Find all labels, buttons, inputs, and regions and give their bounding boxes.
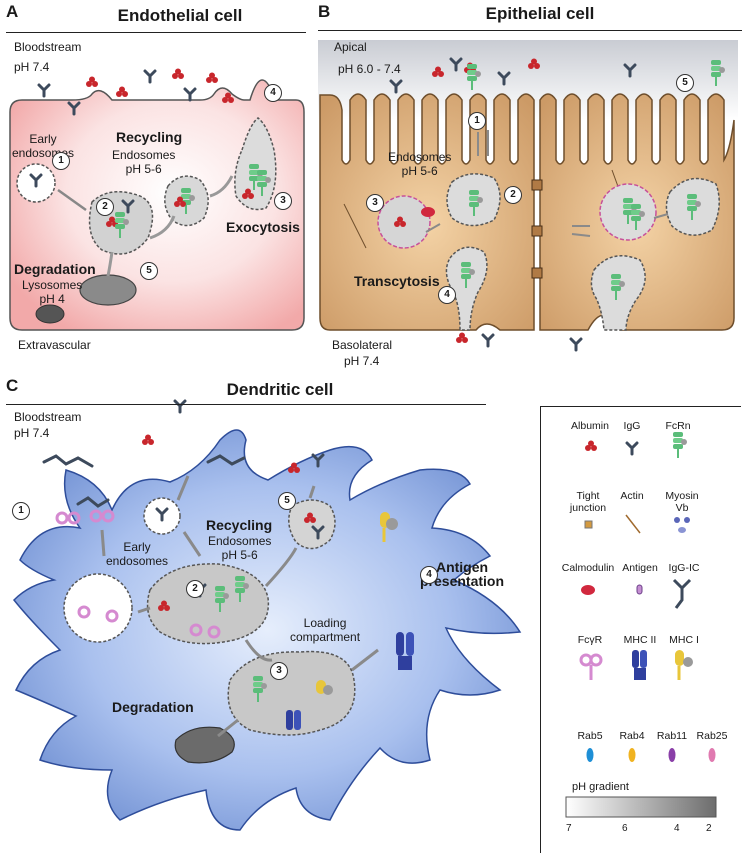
step-1: 1 (12, 502, 30, 520)
apical-label: Apical (334, 40, 367, 54)
early-endosome-vesicle (63, 573, 133, 643)
extravascular-label: Extravascular (18, 338, 91, 352)
legend-igg: IgG (623, 420, 641, 432)
panel-c-rule (6, 404, 486, 405)
legend-calmodulin: Calmodulin (561, 562, 615, 574)
legend-icons (565, 431, 717, 818)
transcytosis-vesicle (590, 255, 646, 331)
tight-junction (531, 179, 543, 191)
bloodstream-label: Bloodstream (14, 410, 82, 424)
legend-albumin: Albumin (571, 420, 609, 432)
ph-tick-4: 4 (674, 823, 680, 834)
endothelial-cell-body (9, 79, 305, 331)
step-1: 1 (52, 152, 70, 170)
basolateral-label: Basolateral (332, 338, 393, 352)
step-2: 2 (186, 580, 204, 598)
endosomes-ph-label: Endosomes pH 5-6 (388, 150, 452, 178)
early-endosomes-label: Early endosomes (106, 540, 169, 568)
panel-a-rule (6, 32, 306, 33)
basolateral-ph: pH 7.4 (344, 354, 380, 368)
legend-antigen: Antigen (622, 562, 658, 574)
panel-c-letter: C (6, 376, 19, 395)
panel-b-rule (318, 30, 742, 31)
endosomes-ph-label: Endosomes pH 5-6 (112, 148, 176, 176)
legend-rab25: Rab25 (696, 730, 728, 742)
transcytosis-vesicle (445, 246, 488, 331)
panel-c-title: Dendritic cell (226, 380, 334, 399)
legend-fcgr: FcγR (577, 634, 603, 646)
bloodstream-ph: pH 7.4 (14, 60, 50, 74)
lysosome-small-vesicle (35, 304, 65, 324)
lysosomes-label: Lysosomes pH 4 (22, 278, 83, 306)
mhc-ii-antigen-presentation (396, 632, 414, 670)
legend-fcrn: FcRn (665, 420, 691, 432)
step-5: 5 (278, 492, 296, 510)
recycling-vesicle (288, 499, 336, 550)
panel-a-letter: A (6, 2, 19, 21)
step-3: 3 (366, 194, 384, 212)
step-3: 3 (270, 662, 288, 680)
legend-tight-junction: Tight junction (569, 490, 607, 514)
ph-tick-2: 2 (706, 823, 712, 834)
step-1: 1 (468, 112, 486, 130)
degradation-label: Degradation (112, 699, 194, 715)
recycling-label: Recycling (206, 517, 273, 533)
legend-igg-ic: IgG-IC (668, 562, 700, 574)
transcytosis-label: Transcytosis (354, 273, 440, 289)
panel-a-title: Endothelial cell (117, 6, 243, 25)
step-2: 2 (504, 186, 522, 204)
recycling-label: Recycling (116, 129, 183, 145)
mhc-ii-in-compartment (286, 710, 301, 730)
legend-rab5: Rab5 (577, 730, 603, 742)
legend-rab11: Rab11 (656, 730, 688, 742)
loading-compartment-vesicle (227, 650, 356, 736)
step-4: 4 (438, 286, 456, 304)
ph-tick-6: 6 (622, 823, 628, 834)
loading-compartment-label: Loading compartment (290, 616, 361, 644)
antigen-presentation-label: Antigen presentation (420, 559, 505, 589)
degradation-label: Degradation (14, 261, 96, 277)
mhc-i-in-compartment (316, 680, 333, 695)
exocytosis-label: Exocytosis (226, 219, 300, 235)
dendritic-cell-body (12, 429, 522, 831)
bloodstream-ph: pH 7.4 (14, 426, 50, 440)
step-4: 4 (420, 566, 438, 584)
panel-b-letter: B (318, 2, 331, 21)
endosomes-ph-label: Endosomes pH 5-6 (208, 534, 272, 562)
panel-b-title: Epithelial cell (485, 4, 595, 23)
step-5: 5 (676, 74, 694, 92)
legend-mhc-ii: MHC II (623, 634, 657, 646)
legend-mhc-i: MHC I (669, 634, 699, 646)
ph-gradient-bar (565, 796, 717, 818)
apical-ph: pH 6.0 - 7.4 (338, 62, 401, 76)
step-5: 5 (140, 262, 158, 280)
ph-tick-7: 7 (566, 823, 572, 834)
legend-rab4: Rab4 (619, 730, 645, 742)
step-2: 2 (96, 198, 114, 216)
bloodstream-label: Bloodstream (14, 40, 82, 54)
tight-junction (531, 267, 543, 279)
step-3: 3 (274, 192, 292, 210)
legend-actin: Actin (620, 490, 644, 502)
calmodulin (421, 207, 435, 217)
legend-panel (540, 406, 741, 853)
ph-gradient-title: pH gradient (572, 781, 629, 793)
tight-junction (531, 225, 543, 237)
mhc-i-on-surface (380, 512, 398, 542)
lysosome-vesicle (79, 274, 137, 306)
step-4: 4 (264, 84, 282, 102)
legend-myosin-vb: Myosin Vb (665, 490, 699, 514)
